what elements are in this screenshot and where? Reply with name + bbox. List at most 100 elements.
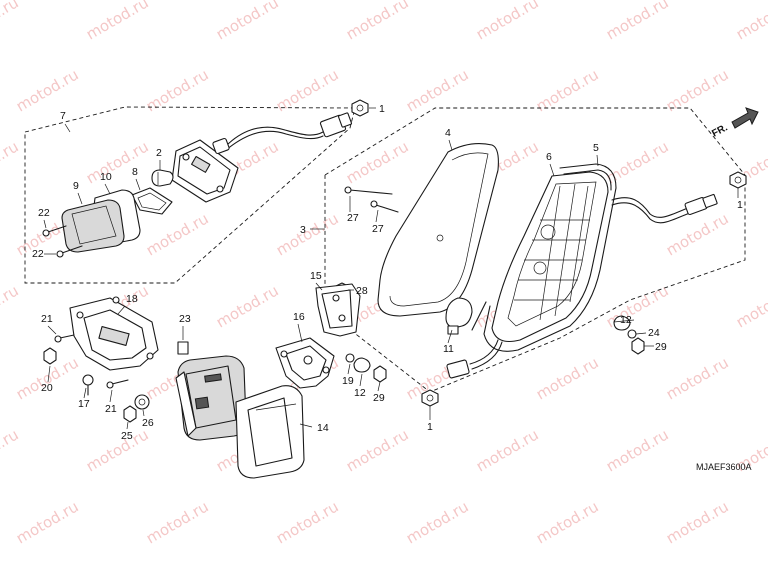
callout-18: 18 <box>126 293 138 305</box>
watermark-text: motod.ru <box>343 137 412 187</box>
callout-2: 2 <box>156 147 162 159</box>
callout-29: 29 <box>655 341 667 353</box>
nut-29-center <box>373 365 387 383</box>
license-lens <box>61 199 125 253</box>
callout-22: 22 <box>38 207 50 219</box>
watermark-text: motod.ru <box>83 137 152 187</box>
leader-line-16 <box>297 323 303 343</box>
leader-line-19 <box>347 363 351 375</box>
leader-line-22 <box>43 219 47 229</box>
leader-line-25 <box>126 421 129 430</box>
callout-12: 12 <box>620 314 632 326</box>
callout-22: 22 <box>32 248 44 260</box>
callout-16: 16 <box>293 311 305 323</box>
license-light-assembly <box>42 112 353 258</box>
fasteners-left <box>43 341 189 423</box>
leader-line-9 <box>77 192 83 205</box>
callout-8: 8 <box>132 166 138 178</box>
bolt-17 <box>82 374 94 386</box>
callout-12: 12 <box>354 387 366 399</box>
callout-6: 6 <box>546 151 552 163</box>
screw-27-b <box>375 204 399 213</box>
group-7-outline <box>24 106 356 284</box>
taillight-assembly <box>344 143 718 379</box>
leader-line-12 <box>613 319 635 323</box>
watermark-text: motod.ru <box>13 65 82 115</box>
front-direction-label: FR. <box>710 122 730 139</box>
leader-line-10 <box>104 183 111 195</box>
watermark-text: motod.ru <box>403 497 472 547</box>
grommet-12-right <box>613 315 631 331</box>
callout-7: 7 <box>60 110 66 122</box>
lens-seal <box>131 187 173 215</box>
fasteners-center <box>345 353 387 383</box>
callout-20: 20 <box>41 382 53 394</box>
screw-27-a <box>349 189 393 195</box>
callout-28: 28 <box>356 285 368 297</box>
watermark-text: motod.ru <box>603 0 672 43</box>
license-bulb <box>151 169 174 187</box>
group-outlines <box>24 106 746 393</box>
watermark-text: motod.ru <box>0 425 22 475</box>
watermark-text: motod.ru <box>213 281 282 331</box>
leader-line-21 <box>109 389 113 403</box>
leader-line-7 <box>64 123 71 133</box>
watermark-text: motod.ru <box>343 425 412 475</box>
license-bracket <box>175 355 247 441</box>
collar-24 <box>627 329 637 339</box>
watermark-text: motod.ru <box>143 497 212 547</box>
callout-3: 3 <box>300 224 306 236</box>
callout-19: 19 <box>342 375 354 387</box>
leader-line-6 <box>549 163 555 177</box>
drawing-code: MJAEF3600A <box>696 462 752 472</box>
watermark-text: motod.ru <box>213 0 282 43</box>
watermark-text: motod.ru <box>0 0 22 43</box>
leader-line-26 <box>142 409 145 417</box>
callout-labels: 1112345678910111212141516171819202121222… <box>32 103 743 442</box>
grommet-12-center <box>353 357 371 373</box>
nut-1-right <box>729 171 747 189</box>
callout-27: 27 <box>372 223 384 235</box>
taillight-outer-lens <box>377 143 499 317</box>
watermark-text: motod.ru <box>663 497 732 547</box>
front-arrow-icon <box>731 107 759 129</box>
license-plate-seal <box>235 385 305 479</box>
callout-10: 10 <box>100 171 112 183</box>
nut-25 <box>123 405 137 423</box>
callout-5: 5 <box>593 142 599 154</box>
nut-1-bottom <box>421 389 439 407</box>
watermark-text: motod.ru <box>603 137 672 187</box>
callout-26: 26 <box>142 417 154 429</box>
leader-line-12 <box>359 373 363 387</box>
watermark-text: motod.ru <box>83 0 152 43</box>
callout-25: 25 <box>121 430 133 442</box>
callout-24: 24 <box>648 327 660 339</box>
callout-11: 11 <box>443 343 454 355</box>
nut-1-top <box>351 99 369 117</box>
watermark-text: motod.ru <box>143 65 212 115</box>
watermark-text: motod.ru <box>473 0 542 43</box>
callout-23: 23 <box>179 313 191 325</box>
leader-lines <box>43 107 739 430</box>
callout-29: 29 <box>373 392 385 404</box>
watermark-text: motod.ru <box>0 137 22 187</box>
bracket-18 <box>54 296 159 371</box>
callout-1: 1 <box>379 103 385 115</box>
watermark-text: motod.ru <box>733 281 768 331</box>
group-3-outline <box>324 107 746 393</box>
leader-line-18 <box>117 305 126 315</box>
nut-20 <box>43 347 57 365</box>
watermark-text: motod.ru <box>663 353 732 403</box>
collar-19 <box>345 353 355 363</box>
taillight-housing <box>491 171 609 343</box>
watermark-text: motod.ru <box>533 497 602 547</box>
leader-line-17 <box>83 387 87 399</box>
watermark-text: motod.ru <box>343 0 412 43</box>
taillight-frame <box>483 163 617 352</box>
callout-27: 27 <box>347 212 359 224</box>
leader-line-27 <box>375 209 379 223</box>
leader-line-14 <box>299 423 313 428</box>
watermark-text: motod.ru <box>273 209 342 259</box>
